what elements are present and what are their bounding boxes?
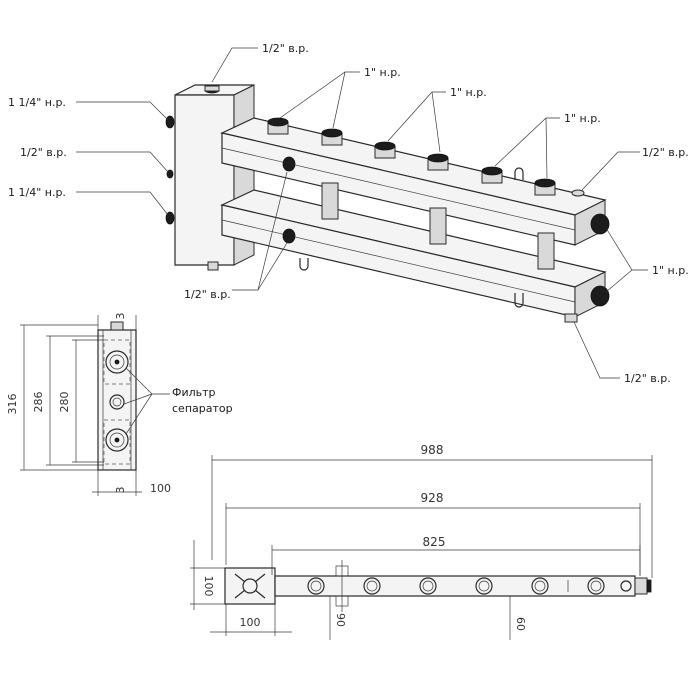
right-port-upper (590, 213, 610, 235)
label-right-one: 1" н.р. (652, 264, 689, 277)
lower-manifold (220, 189, 607, 318)
label-left-top: 1 1/4" н.р. (8, 96, 66, 109)
label-one-b: 1" н.р. (450, 86, 487, 99)
label-one-c: 1" н.р. (564, 112, 601, 125)
left-port-top (165, 115, 175, 129)
brackets (299, 167, 524, 308)
dim-60: 60 (514, 617, 527, 631)
dim-928: 928 (421, 491, 444, 505)
label-left-bot: 1 1/4" н.р. (8, 186, 66, 199)
dim-286: 286 (32, 392, 45, 413)
dim-825: 825 (423, 535, 446, 549)
dim-316: 316 (6, 394, 19, 415)
plan-view: 988 928 825 100 100 90 60 (190, 443, 653, 640)
label-bottom-half-right: 1/2" в.р. (624, 372, 671, 385)
left-port-mid (166, 169, 174, 179)
label-right-half: 1/2" в.р. (642, 146, 689, 159)
isometric-view: 1/2" в.р. 1 1/4" н.р. 1/2" в.р. 1 1/4" н… (8, 42, 689, 385)
label-top-half: 1/2" в.р. (262, 42, 309, 55)
dim-100-left: 100 (202, 576, 215, 597)
separator-block (165, 84, 255, 271)
top-outlets (267, 117, 585, 197)
filter-label-1: Фильтр (172, 386, 216, 399)
dim-100-bottom: 100 (240, 616, 261, 629)
label-one-a: 1" н.р. (364, 66, 401, 79)
front-port-lower (282, 228, 296, 244)
filter-label-2: сепаратор (172, 402, 233, 415)
side-view: 316 286 280 3 3 100 Фильтр сепаратор (6, 313, 233, 496)
plan-outlets (307, 577, 632, 595)
dim-988: 988 (421, 443, 444, 457)
front-port-upper (282, 156, 296, 172)
dim-90: 90 (334, 613, 347, 627)
label-bottom-half-left: 1/2" в.р. (184, 288, 231, 301)
dim-3-top: 3 (114, 313, 127, 320)
dim-280: 280 (58, 392, 71, 413)
dim-100-side: 100 (150, 482, 171, 495)
leaders (76, 47, 648, 379)
right-port-lower (590, 285, 610, 307)
label-left-mid: 1/2" в.р. (20, 146, 67, 159)
upper-manifold (220, 117, 607, 246)
dim-3-bottom: 3 (114, 487, 127, 494)
